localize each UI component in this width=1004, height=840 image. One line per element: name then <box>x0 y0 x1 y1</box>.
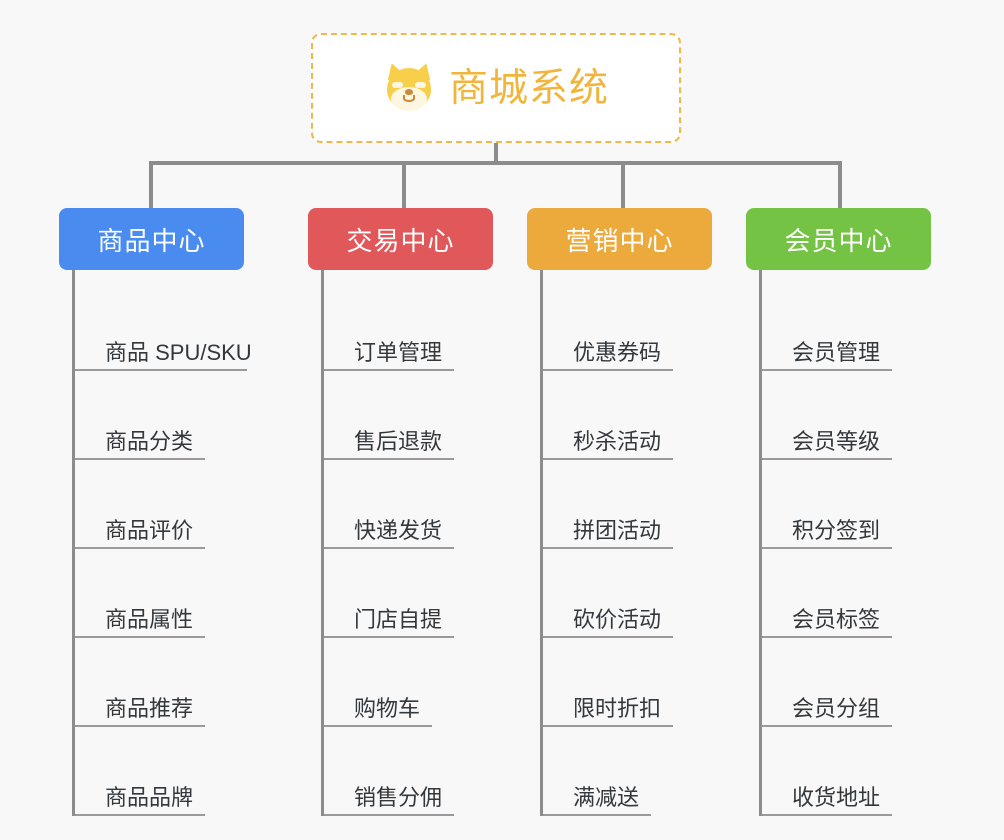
leaf-item-label: 收货地址 <box>792 784 881 810</box>
leaf-item[interactable]: 销售分佣 <box>324 727 493 816</box>
leaf-item[interactable]: 商品 SPU/SKU <box>75 282 252 371</box>
leaf-item-underline <box>75 814 205 816</box>
leaf-item-label: 售后退款 <box>354 428 443 454</box>
leaf-item-label: 商品分类 <box>105 428 194 454</box>
shiba-dog-icon <box>383 60 435 114</box>
leaf-item[interactable]: 购物车 <box>324 638 493 727</box>
leaf-item[interactable]: 积分签到 <box>762 460 931 549</box>
leaf-item-underline <box>543 547 673 549</box>
leaf-item-label: 砍价活动 <box>573 606 662 632</box>
leaf-item-underline <box>324 458 454 460</box>
leaf-item-label: 会员等级 <box>792 428 881 454</box>
leaf-item[interactable]: 商品评价 <box>75 460 244 549</box>
leaf-item[interactable]: 秒杀活动 <box>543 371 712 460</box>
leaf-item-underline <box>543 458 673 460</box>
category-box-trade-center[interactable]: 交易中心 <box>308 208 493 270</box>
leaf-item[interactable]: 满减送 <box>543 727 712 816</box>
leaf-item-underline <box>75 725 205 727</box>
leaf-item-underline <box>324 725 432 727</box>
leaf-item-underline <box>762 369 892 371</box>
category-label: 会员中心 <box>784 225 893 256</box>
leaf-item-label: 门店自提 <box>354 606 443 632</box>
leaf-item-underline <box>75 547 205 549</box>
leaf-item-underline <box>762 814 892 816</box>
leaf-item-label: 秒杀活动 <box>573 428 662 454</box>
connector-horizontal-bus <box>149 161 840 165</box>
leaf-item-underline <box>543 725 673 727</box>
leaf-item-label: 会员标签 <box>792 606 881 632</box>
leaf-item-label: 快递发货 <box>354 517 443 543</box>
leaf-item-underline <box>75 636 205 638</box>
leaf-item[interactable]: 会员等级 <box>762 371 931 460</box>
leaf-item-label: 商品 SPU/SKU <box>105 339 252 365</box>
leaf-item-underline <box>324 369 454 371</box>
leaf-item-underline <box>762 636 892 638</box>
leaf-item-label: 商品评价 <box>105 517 194 543</box>
leaf-item-underline <box>75 369 247 371</box>
category-label: 营销中心 <box>565 225 674 256</box>
leaf-item-underline <box>324 814 454 816</box>
leaf-list-marketing-center: 优惠券码秒杀活动拼团活动砍价活动限时折扣满减送 <box>540 282 712 816</box>
leaf-item-label: 商品属性 <box>105 606 194 632</box>
leaf-item-label: 积分签到 <box>792 517 881 543</box>
leaf-item-underline <box>762 547 892 549</box>
leaf-item[interactable]: 商品分类 <box>75 371 244 460</box>
column-marketing-center: 营销中心优惠券码秒杀活动拼团活动砍价活动限时折扣满减送 <box>527 208 712 816</box>
connector-root-stem <box>494 143 498 165</box>
leaf-item-label: 拼团活动 <box>573 517 662 543</box>
category-label: 商品中心 <box>97 225 206 256</box>
leaf-item[interactable]: 商品品牌 <box>75 727 244 816</box>
connector-drop-member-center <box>838 161 842 208</box>
leaf-item[interactable]: 砍价活动 <box>543 549 712 638</box>
leaf-item-underline <box>324 547 454 549</box>
category-box-product-center[interactable]: 商品中心 <box>59 208 244 270</box>
leaf-item-label: 商品推荐 <box>105 695 194 721</box>
leaf-item-underline <box>543 814 651 816</box>
leaf-item[interactable]: 快递发货 <box>324 460 493 549</box>
leaf-item-label: 订单管理 <box>354 339 443 365</box>
connector-drop-trade-center <box>402 161 406 208</box>
leaf-item[interactable]: 售后退款 <box>324 371 493 460</box>
leaf-item[interactable]: 会员管理 <box>762 282 931 371</box>
leaf-item[interactable]: 商品属性 <box>75 549 244 638</box>
leaf-item[interactable]: 限时折扣 <box>543 638 712 727</box>
leaf-list-member-center: 会员管理会员等级积分签到会员标签会员分组收货地址 <box>759 282 931 816</box>
category-box-member-center[interactable]: 会员中心 <box>746 208 931 270</box>
leaf-item-underline <box>762 458 892 460</box>
leaf-item-label: 优惠券码 <box>573 339 662 365</box>
leaf-item-underline <box>75 458 205 460</box>
leaf-item[interactable]: 优惠券码 <box>543 282 712 371</box>
leaf-item-underline <box>543 636 673 638</box>
leaf-list-product-center: 商品 SPU/SKU 商品分类商品评价商品属性商品推荐商品品牌 <box>72 282 252 816</box>
leaf-item-label: 购物车 <box>354 695 421 721</box>
leaf-item-underline <box>543 369 673 371</box>
leaf-item[interactable]: 订单管理 <box>324 282 493 371</box>
leaf-item[interactable]: 会员分组 <box>762 638 931 727</box>
leaf-item-label: 销售分佣 <box>354 784 443 810</box>
root-node-label: 商城系统 <box>448 66 609 110</box>
leaf-item[interactable]: 商品推荐 <box>75 638 244 727</box>
leaf-item[interactable]: 收货地址 <box>762 727 931 816</box>
root-node-shop-system[interactable]: 商城系统 <box>311 33 681 143</box>
leaf-item-label: 商品品牌 <box>105 784 194 810</box>
leaf-item-label: 限时折扣 <box>573 695 662 721</box>
leaf-item[interactable]: 门店自提 <box>324 549 493 638</box>
column-member-center: 会员中心会员管理会员等级积分签到会员标签会员分组收货地址 <box>746 208 931 816</box>
connector-drop-marketing-center <box>621 161 625 208</box>
leaf-item-label: 会员管理 <box>792 339 881 365</box>
category-label: 交易中心 <box>346 225 455 256</box>
leaf-item[interactable]: 会员标签 <box>762 549 931 638</box>
column-trade-center: 交易中心订单管理售后退款快递发货门店自提购物车销售分佣 <box>308 208 493 816</box>
leaf-item-label: 满减送 <box>573 784 640 810</box>
connector-drop-product-center <box>149 161 153 208</box>
leaf-list-trade-center: 订单管理售后退款快递发货门店自提购物车销售分佣 <box>321 282 493 816</box>
leaf-item[interactable]: 拼团活动 <box>543 460 712 549</box>
leaf-item-label: 会员分组 <box>792 695 881 721</box>
column-product-center: 商品中心商品 SPU/SKU 商品分类商品评价商品属性商品推荐商品品牌 <box>59 208 252 816</box>
category-box-marketing-center[interactable]: 营销中心 <box>527 208 712 270</box>
leaf-item-underline <box>762 725 892 727</box>
leaf-item-underline <box>324 636 454 638</box>
